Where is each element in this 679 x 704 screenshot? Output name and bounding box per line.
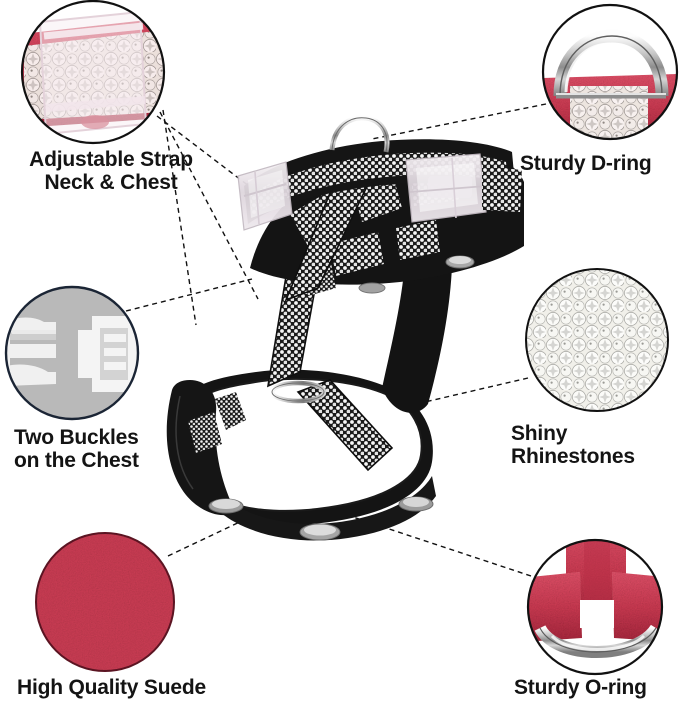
leader-suede-to-body — [167, 491, 304, 557]
leader-rhinestones-to-strip — [381, 377, 529, 413]
callout-circle-adjustable-strap — [20, 0, 166, 145]
rhinestone-strip-left-wing — [215, 392, 246, 430]
leader-lines — [125, 103, 547, 577]
harness-back-d-ring — [329, 115, 390, 153]
leader-dring-to-harness — [371, 103, 547, 140]
harness-left-wing-stitch — [175, 395, 194, 490]
leader-buckles-to-harness — [125, 278, 253, 312]
callout-shiny-rhinestones — [525, 268, 669, 412]
callout-two-buckles — [4, 285, 140, 421]
callout-sturdy-o-ring — [526, 538, 664, 676]
rhinestone-strip-chest-right — [298, 380, 392, 470]
label-high-quality-suede: High Quality Suede — [17, 676, 206, 699]
callout-circle-high-quality-suede — [35, 532, 175, 672]
rhinestone-strip-left-wing-2 — [188, 412, 222, 453]
rhinestone-strip-chest-right-edge — [296, 379, 394, 472]
callout-circle-sturdy-d-ring — [541, 3, 679, 141]
callout-sturdy-d-ring — [541, 3, 679, 141]
harness-chest-o-ring — [269, 380, 327, 404]
harness-bottom-hardware — [208, 496, 434, 541]
callout-high-quality-suede — [35, 532, 175, 672]
label-two-buckles: Two Buckles on the Chest — [14, 426, 139, 472]
label-sturdy-o-ring: Sturdy O-ring — [514, 676, 647, 699]
harness-side-hardware — [358, 255, 475, 294]
rhinestone-strip-shoulder-diagonal — [286, 164, 372, 300]
dog-harness-illustration — [166, 115, 524, 541]
leader-oring-to-chest-ring — [349, 515, 532, 577]
label-adjustable-strap: Adjustable Strap Neck & Chest — [29, 148, 193, 194]
callout-circle-two-buckles — [4, 285, 140, 421]
label-shiny-rhinestones: Shiny Rhinestones — [511, 422, 635, 468]
harness-buckle-right — [405, 153, 487, 223]
callout-circle-shiny-rhinestones — [525, 268, 669, 412]
label-sturdy-d-ring: Sturdy D-ring — [520, 152, 652, 175]
leader-adjustable-to-chest-buckle — [159, 111, 259, 300]
harness-chest-vertical-strap — [382, 266, 452, 413]
leader-adjustable-down — [162, 109, 197, 326]
callout-circle-sturdy-o-ring — [526, 538, 664, 676]
rhinestone-strip-right-tail — [482, 166, 522, 212]
callout-adjustable-strap — [20, 0, 166, 145]
harness-belly-loop — [181, 369, 433, 526]
buckle-diagram — [6, 316, 138, 392]
harness-buckle-left — [237, 161, 293, 231]
harness-bottom-strap — [220, 476, 436, 541]
